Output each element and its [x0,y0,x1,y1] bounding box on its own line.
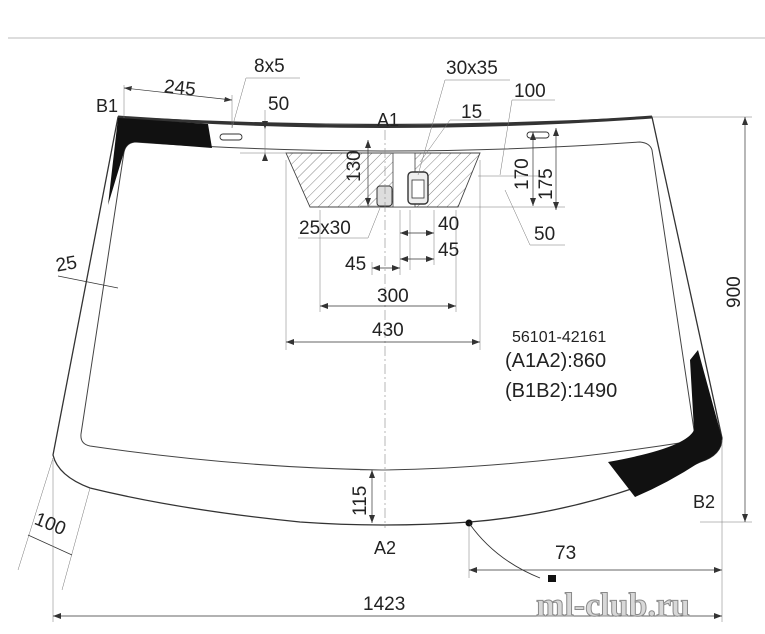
clip-left [219,133,243,141]
dim-115: 115 [350,486,371,516]
dim-45-left: 45 [345,254,366,275]
antenna-connector [548,575,556,582]
dim-100-top: 100 [514,81,546,102]
viewing-area-edge [80,141,695,471]
antenna-wire [468,522,541,579]
glass-top-edge [117,115,653,128]
ceramic-band-bottom-right [608,350,722,497]
dim-300: 300 [377,286,409,307]
dim-15: 15 [461,102,482,123]
label-a2: A2 [374,538,396,558]
dim-430: 430 [372,320,404,341]
dim-8x5: 8x5 [254,56,285,77]
dimension-arrowheads [53,86,748,619]
watermark: ml-club.ru [536,587,690,624]
dim-245: 245 [163,76,197,100]
dim-45-right: 45 [438,240,459,261]
dim-25: 25 [54,252,78,276]
part-a1a2: (A1A2):860 [505,350,606,372]
dim-900: 900 [724,276,745,308]
part-number: 56101-42161 [512,329,606,346]
glass-outer-edge [52,116,723,526]
part-b1b2: (B1B2):1490 [505,380,617,402]
dim-73: 73 [555,543,576,564]
mirror-bracket-small [376,185,393,207]
dim-50-right: 50 [534,224,555,245]
dim-1423: 1423 [363,594,405,615]
dim-30x35: 30x35 [446,58,498,79]
dim-40: 40 [438,214,459,235]
dim-50-top: 50 [268,94,289,115]
label-b2: B2 [693,492,715,512]
dim-170: 170 [512,158,533,190]
dim-175: 175 [536,168,557,200]
clip-right [526,131,550,139]
dim-100-left: 100 [31,509,68,540]
dim-130: 130 [344,150,365,182]
dim-25x30: 25x30 [299,218,351,239]
label-a1: A1 [377,110,399,130]
label-b1: B1 [96,96,118,116]
ceramic-band-top-left [108,118,212,205]
